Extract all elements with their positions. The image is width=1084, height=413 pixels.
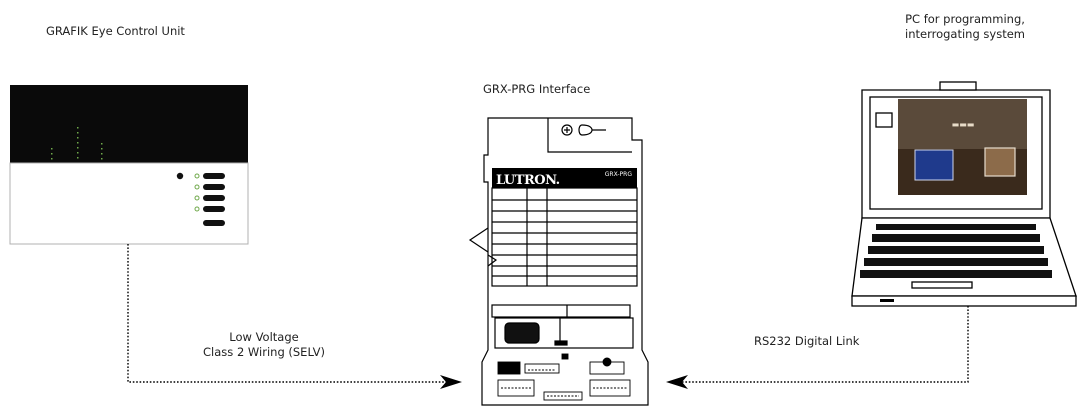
control-unit-label: GRAFIK Eye Control Unit xyxy=(46,24,185,38)
rs232-link xyxy=(680,306,969,383)
pc-label: PC for programming, interrogating system xyxy=(890,12,1040,42)
screen-icon-box xyxy=(875,112,893,128)
interface-side-clip xyxy=(468,227,489,253)
divider-band xyxy=(491,304,631,318)
connection-lines xyxy=(127,244,969,383)
interface-side-clip-2 xyxy=(487,254,498,267)
master-button-dot xyxy=(176,172,184,180)
led-level-bars xyxy=(51,127,103,160)
low-voltage-line2: Class 2 Wiring (SELV) xyxy=(203,345,325,359)
arrowhead-left-into-interface xyxy=(440,375,462,389)
low-voltage-label: Low Voltage Class 2 Wiring (SELV) xyxy=(184,330,344,360)
terminal-chart-grid xyxy=(491,187,638,287)
brand-band xyxy=(492,168,637,188)
terminal-blocks xyxy=(497,353,631,401)
pc-laptop: ▬▬▬ xyxy=(851,81,1077,307)
laptop-keyboard xyxy=(860,224,1052,278)
low-voltage-line1: Low Voltage xyxy=(229,330,299,344)
scene-buttons xyxy=(203,173,225,226)
connector-port xyxy=(504,322,540,344)
grx-prg-interface: LUTRON. GRX-PRG xyxy=(468,117,649,406)
laptop-front-edge xyxy=(851,295,1077,307)
brand-logo: LUTRON. xyxy=(496,173,560,188)
control-unit-display xyxy=(10,85,248,163)
arrowhead-right-into-interface xyxy=(666,375,688,389)
laptop-latch xyxy=(939,81,977,91)
interface-top-tab xyxy=(547,118,632,153)
laptop-trackpad xyxy=(911,281,973,289)
key-icon xyxy=(578,124,606,136)
screw-slot xyxy=(564,127,570,133)
scene-leds xyxy=(194,173,200,212)
screen-window-photo xyxy=(984,147,1016,177)
screen-window-blue xyxy=(914,149,954,181)
model-badge: GRX-PRG xyxy=(605,171,633,178)
pc-label-line1: PC for programming, xyxy=(905,12,1025,26)
lower-compartment xyxy=(494,317,634,349)
rs232-label: RS232 Digital Link xyxy=(754,334,860,348)
pc-label-line2: interrogating system xyxy=(905,27,1025,41)
interface-label: GRX-PRG Interface xyxy=(483,82,591,96)
screw-icon xyxy=(561,124,573,136)
grafik-eye-control-unit xyxy=(9,85,249,245)
svg-text:▬▬▬: ▬▬▬ xyxy=(952,120,975,129)
low-voltage-wire xyxy=(127,244,458,383)
